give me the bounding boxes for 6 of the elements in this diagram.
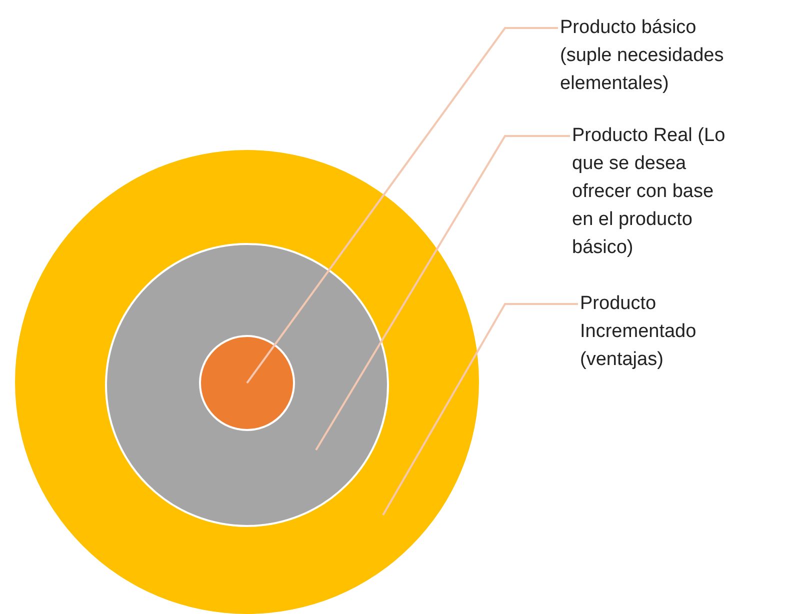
callout-text: Producto Incrementado (ventajas)	[580, 290, 740, 374]
leader-line	[382, 303, 578, 516]
callout-text: Producto Real (Lo que se desea ofrecer con base en el producto básico)	[572, 122, 737, 262]
leader-line	[246, 27, 558, 384]
callout-text: Producto básico (suple necesidades elementales)	[560, 14, 745, 98]
leader-line	[315, 135, 570, 451]
